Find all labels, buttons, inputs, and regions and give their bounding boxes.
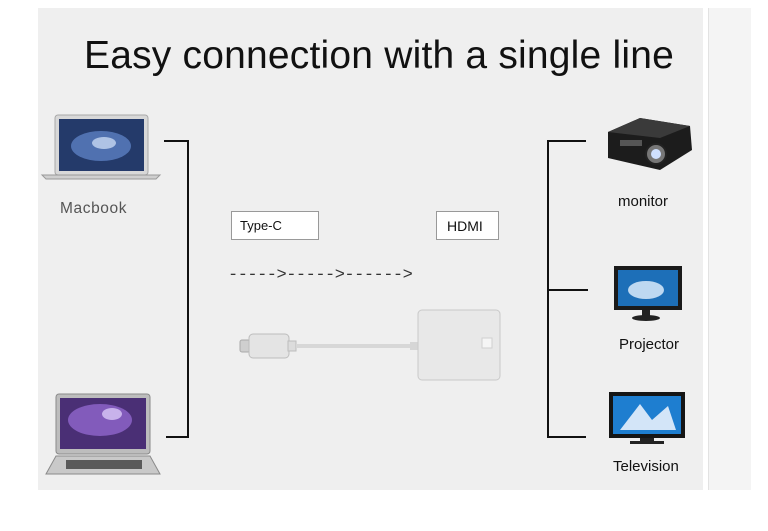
hdmi-port-label: HDMI — [436, 211, 499, 240]
projector-icon — [608, 118, 692, 170]
laptop-icon — [45, 393, 161, 475]
left-bracket — [164, 140, 189, 438]
monitor-label: monitor — [618, 193, 669, 210]
side-strip — [708, 8, 751, 490]
television-label: Television — [613, 458, 679, 475]
type-c-port-label: Type-C — [231, 211, 319, 240]
adapter-cable-icon — [239, 309, 501, 381]
macbook-label: Macbook — [60, 200, 128, 217]
television-icon — [609, 392, 685, 444]
projector-label: Projector — [619, 336, 680, 353]
connection-arrow: ----->----->------> — [228, 266, 413, 285]
right-bracket — [547, 140, 588, 438]
macbook-icon — [40, 114, 162, 180]
page-title: Easy connection with a single line — [84, 34, 674, 77]
monitor-icon — [614, 266, 682, 321]
